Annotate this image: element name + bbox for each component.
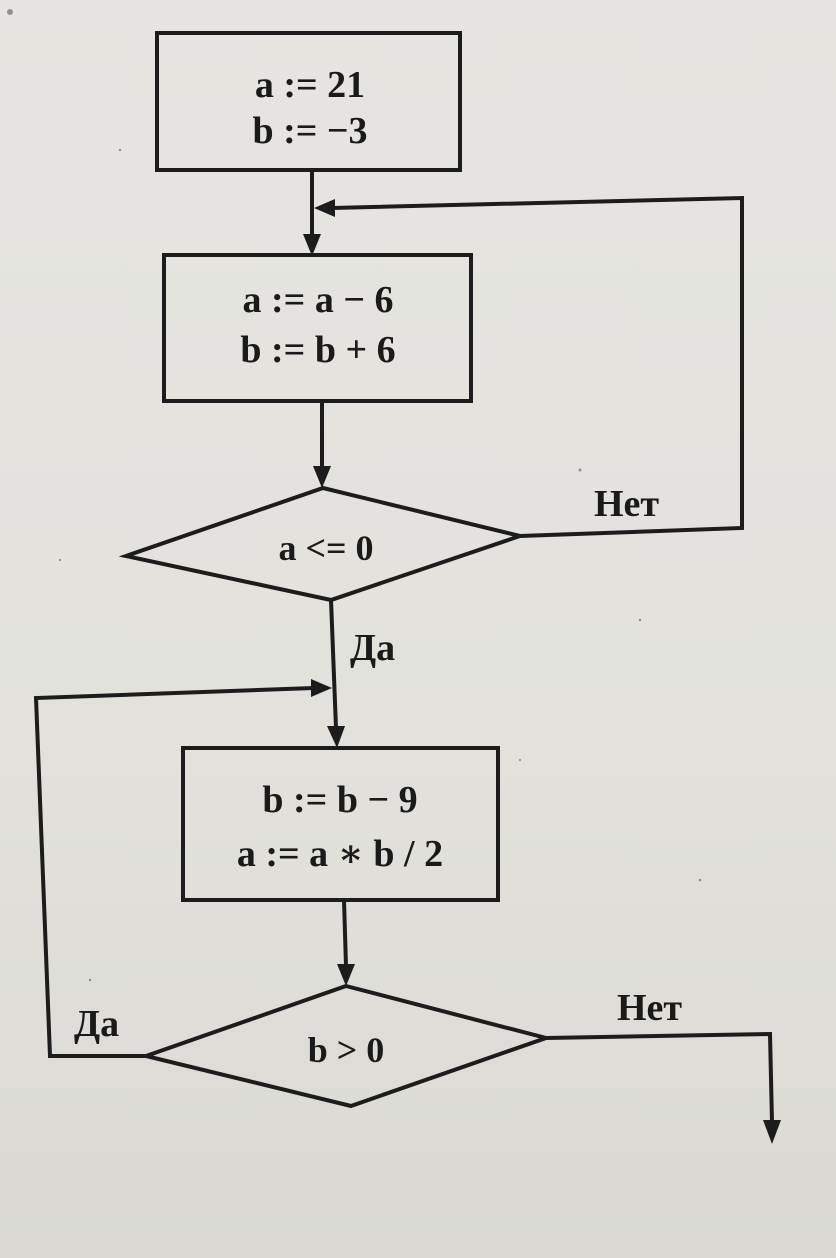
loop1-body-line-1: a := a − 6 xyxy=(243,279,394,321)
condition2-no-label: Нет xyxy=(617,987,682,1029)
loop2-feedback-line xyxy=(33,686,315,1058)
condition2-diamond xyxy=(138,983,553,1109)
init-line-1: a := 21 xyxy=(255,64,365,106)
loop1-body-block xyxy=(162,253,473,403)
init-line-2: b := −3 xyxy=(252,110,367,152)
arrowhead-loop2-entry xyxy=(327,726,345,748)
condition1-text: a <= 0 xyxy=(278,528,373,568)
arrowhead-condition2 xyxy=(337,964,355,986)
connector-loop2-to-condition xyxy=(342,899,348,967)
condition1-yes-label: Да xyxy=(350,627,395,669)
init-block xyxy=(155,31,462,172)
loop2-body-line-1: b := b − 9 xyxy=(262,779,417,821)
exit-line xyxy=(545,1031,774,1123)
arrowhead-condition1 xyxy=(313,466,331,488)
loop2-body-block xyxy=(181,746,500,902)
loop2-body-line-2: a := a ∗ b / 2 xyxy=(237,833,443,875)
condition2-yes-label: Да xyxy=(74,1003,119,1045)
arrowhead-loop2-feedback xyxy=(311,679,332,697)
loop1-body-line-2: b := b + 6 xyxy=(240,329,395,371)
connector-condition1-to-loop2 xyxy=(329,599,338,729)
arrowhead-loop1-feedback xyxy=(314,199,335,217)
loop1-feedback-line xyxy=(331,195,744,538)
paper-specks xyxy=(7,9,702,982)
arrowhead-exit xyxy=(763,1120,781,1144)
condition1-no-label: Нет xyxy=(594,483,659,525)
condition2-text: b > 0 xyxy=(308,1030,385,1070)
arrowhead-loop1-entry xyxy=(303,234,321,256)
